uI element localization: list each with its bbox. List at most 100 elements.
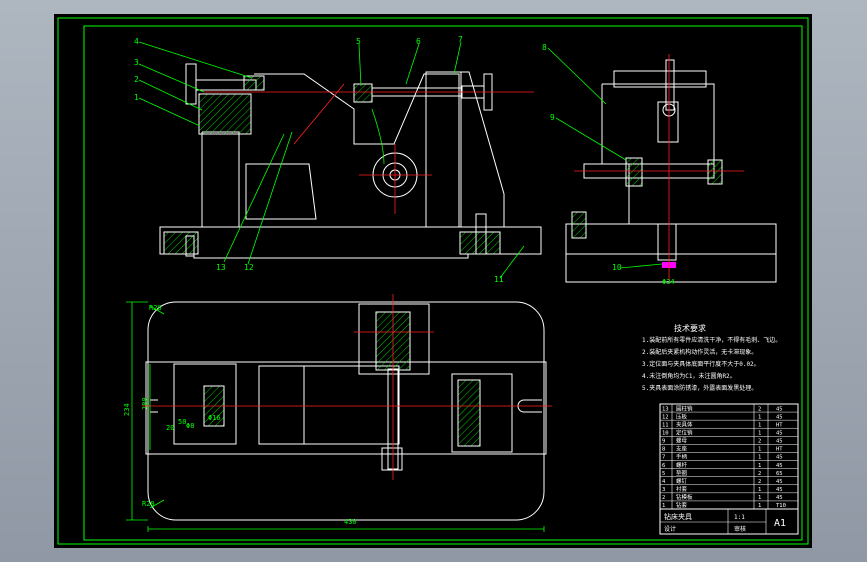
bom-cell-no: 10 <box>662 431 669 437</box>
bom-cell-name: 支座 <box>676 445 688 453</box>
bom-cell-qty: 1 <box>758 495 761 501</box>
bom-cell-material: 65 <box>776 471 783 477</box>
bom-cell-name: 钻模板 <box>676 493 693 501</box>
balloon-3: 3 <box>134 58 139 67</box>
notes-title: 技术要求 <box>674 323 706 333</box>
side-window <box>657 101 679 143</box>
side-nut-left <box>625 157 643 187</box>
bom-cell-qty: 1 <box>758 455 761 461</box>
plan-dimensions <box>126 301 545 532</box>
title-drawing-name: 钻床夹具 <box>664 512 692 521</box>
balloon-12: 12 <box>244 263 254 272</box>
column <box>425 71 462 228</box>
bom-cell-no: 3 <box>662 487 665 493</box>
notes-line-5: 5.夹具表面涂防锈漆，外露表面发黑处理。 <box>642 384 757 392</box>
dim-small-b: 50 <box>178 418 186 426</box>
base-hatch-left <box>163 231 199 255</box>
bom-cell-qty: 1 <box>758 503 761 509</box>
balloon-10: 10 <box>612 263 622 272</box>
dim-inner-height: 180 <box>141 397 149 410</box>
bom-cell-qty: 2 <box>758 479 761 485</box>
balloon-8: 8 <box>542 43 547 52</box>
dim-radius-bottom: R20 <box>142 500 155 508</box>
technical-notes: 技术要求 1.装配前所有零件应清洗干净，不得有毛刺、飞边。 2.装配后夹紧机构动… <box>642 323 781 392</box>
base-hatch-right <box>459 231 501 255</box>
bom-cell-name: 垫圈 <box>676 469 688 477</box>
balloon-13: 13 <box>216 263 226 272</box>
cad-drawing: 1 2 3 4 5 6 7 8 9 10 11 12 13 430 234 18… <box>57 17 809 545</box>
bom-cell-material: 45 <box>776 487 783 493</box>
plan-view <box>145 301 547 521</box>
plan-screw-end <box>381 447 403 471</box>
bom-cell-material: 45 <box>776 495 783 501</box>
side-bolt-left <box>571 211 587 239</box>
title-sheet-size: A1 <box>774 518 786 529</box>
side-centerlines <box>574 54 744 280</box>
bom-cell-material: HT <box>776 447 783 453</box>
left-clamp-block <box>198 93 252 135</box>
balloon-1: 1 <box>134 93 139 102</box>
plan-left-block <box>173 363 237 445</box>
dim-height: 234 <box>123 403 131 416</box>
inner-frame <box>83 25 803 541</box>
bom-cell-qty: 1 <box>758 422 761 428</box>
balloon-11: 11 <box>494 275 504 284</box>
front-leaders <box>138 41 525 279</box>
dim-side-view: Φ34 <box>662 278 675 286</box>
dim-small-d: Φ16 <box>208 414 221 422</box>
body-slope <box>254 73 460 227</box>
bom-cell-name: 衬套 <box>676 485 688 493</box>
side-leaders <box>547 47 663 269</box>
notes-line-4: 4.未注倒角均为C1，未注圆角R2。 <box>642 372 736 380</box>
front-centerlines <box>204 83 534 214</box>
balloon-5: 5 <box>356 37 361 46</box>
bom-cell-no: 6 <box>662 463 665 469</box>
title-checked-by: 审核 <box>734 525 746 533</box>
bottom-bolt-left <box>185 235 195 257</box>
bom-cell-no: 8 <box>662 447 665 453</box>
bom-cell-no: 2 <box>662 495 665 501</box>
bom-cell-name: 螺钉 <box>676 477 688 485</box>
bom-cell-name: 钻套 <box>676 501 688 509</box>
bom-cell-name: 圆柱销 <box>676 404 693 412</box>
plan-slot-left <box>150 399 158 413</box>
plan-outline <box>147 301 545 521</box>
bom-cell-no: 1 <box>662 503 665 509</box>
triangle-rib <box>245 163 317 220</box>
top-pressure-pad <box>243 75 265 91</box>
bom-cell-no: 13 <box>662 406 669 412</box>
plan-top-block <box>358 303 430 375</box>
bom-cell-name: 压板 <box>676 412 688 420</box>
side-support <box>461 71 505 227</box>
bom-cell-name: 螺杆 <box>676 461 688 469</box>
balloon-4: 4 <box>134 37 139 46</box>
notes-line-1: 1.装配前所有零件应清洗干净，不得有毛刺、飞边。 <box>642 336 781 344</box>
dim-small-a: 20 <box>166 424 174 432</box>
bom-cell-material: 45 <box>776 414 783 420</box>
mid-nut <box>353 83 373 103</box>
bom-cell-material: 45 <box>776 455 783 461</box>
bom-cell-qty: 2 <box>758 406 761 412</box>
plan-right-inner <box>457 379 481 447</box>
notes-line-3: 3.定位面与夹具体底面平行度不大于0.02。 <box>642 360 760 368</box>
balloon-9: 9 <box>550 113 555 122</box>
title-scale: 1:1 <box>734 514 745 521</box>
side-view <box>565 59 777 283</box>
dim-small-c: Φ8 <box>186 422 194 430</box>
plan-centerlines <box>142 294 552 480</box>
bom-cell-name: 夹具体 <box>676 420 693 428</box>
bom-cell-qty: 1 <box>758 487 761 493</box>
front-view <box>159 63 542 259</box>
balloon-7: 7 <box>458 35 463 44</box>
bom-cell-name: 螺母 <box>676 437 688 445</box>
side-nut-right <box>707 159 723 185</box>
bom-cell-no: 5 <box>662 471 665 477</box>
balloon-6: 6 <box>416 37 421 46</box>
bom-cell-material: 45 <box>776 406 783 412</box>
bom-cell-name: 手柄 <box>676 453 688 461</box>
dimension-labels: 430 234 180 R20 R20 20 50 Φ8 Φ16 Φ34 <box>123 278 675 526</box>
plan-body <box>145 361 547 455</box>
side-base-lower <box>565 253 777 283</box>
